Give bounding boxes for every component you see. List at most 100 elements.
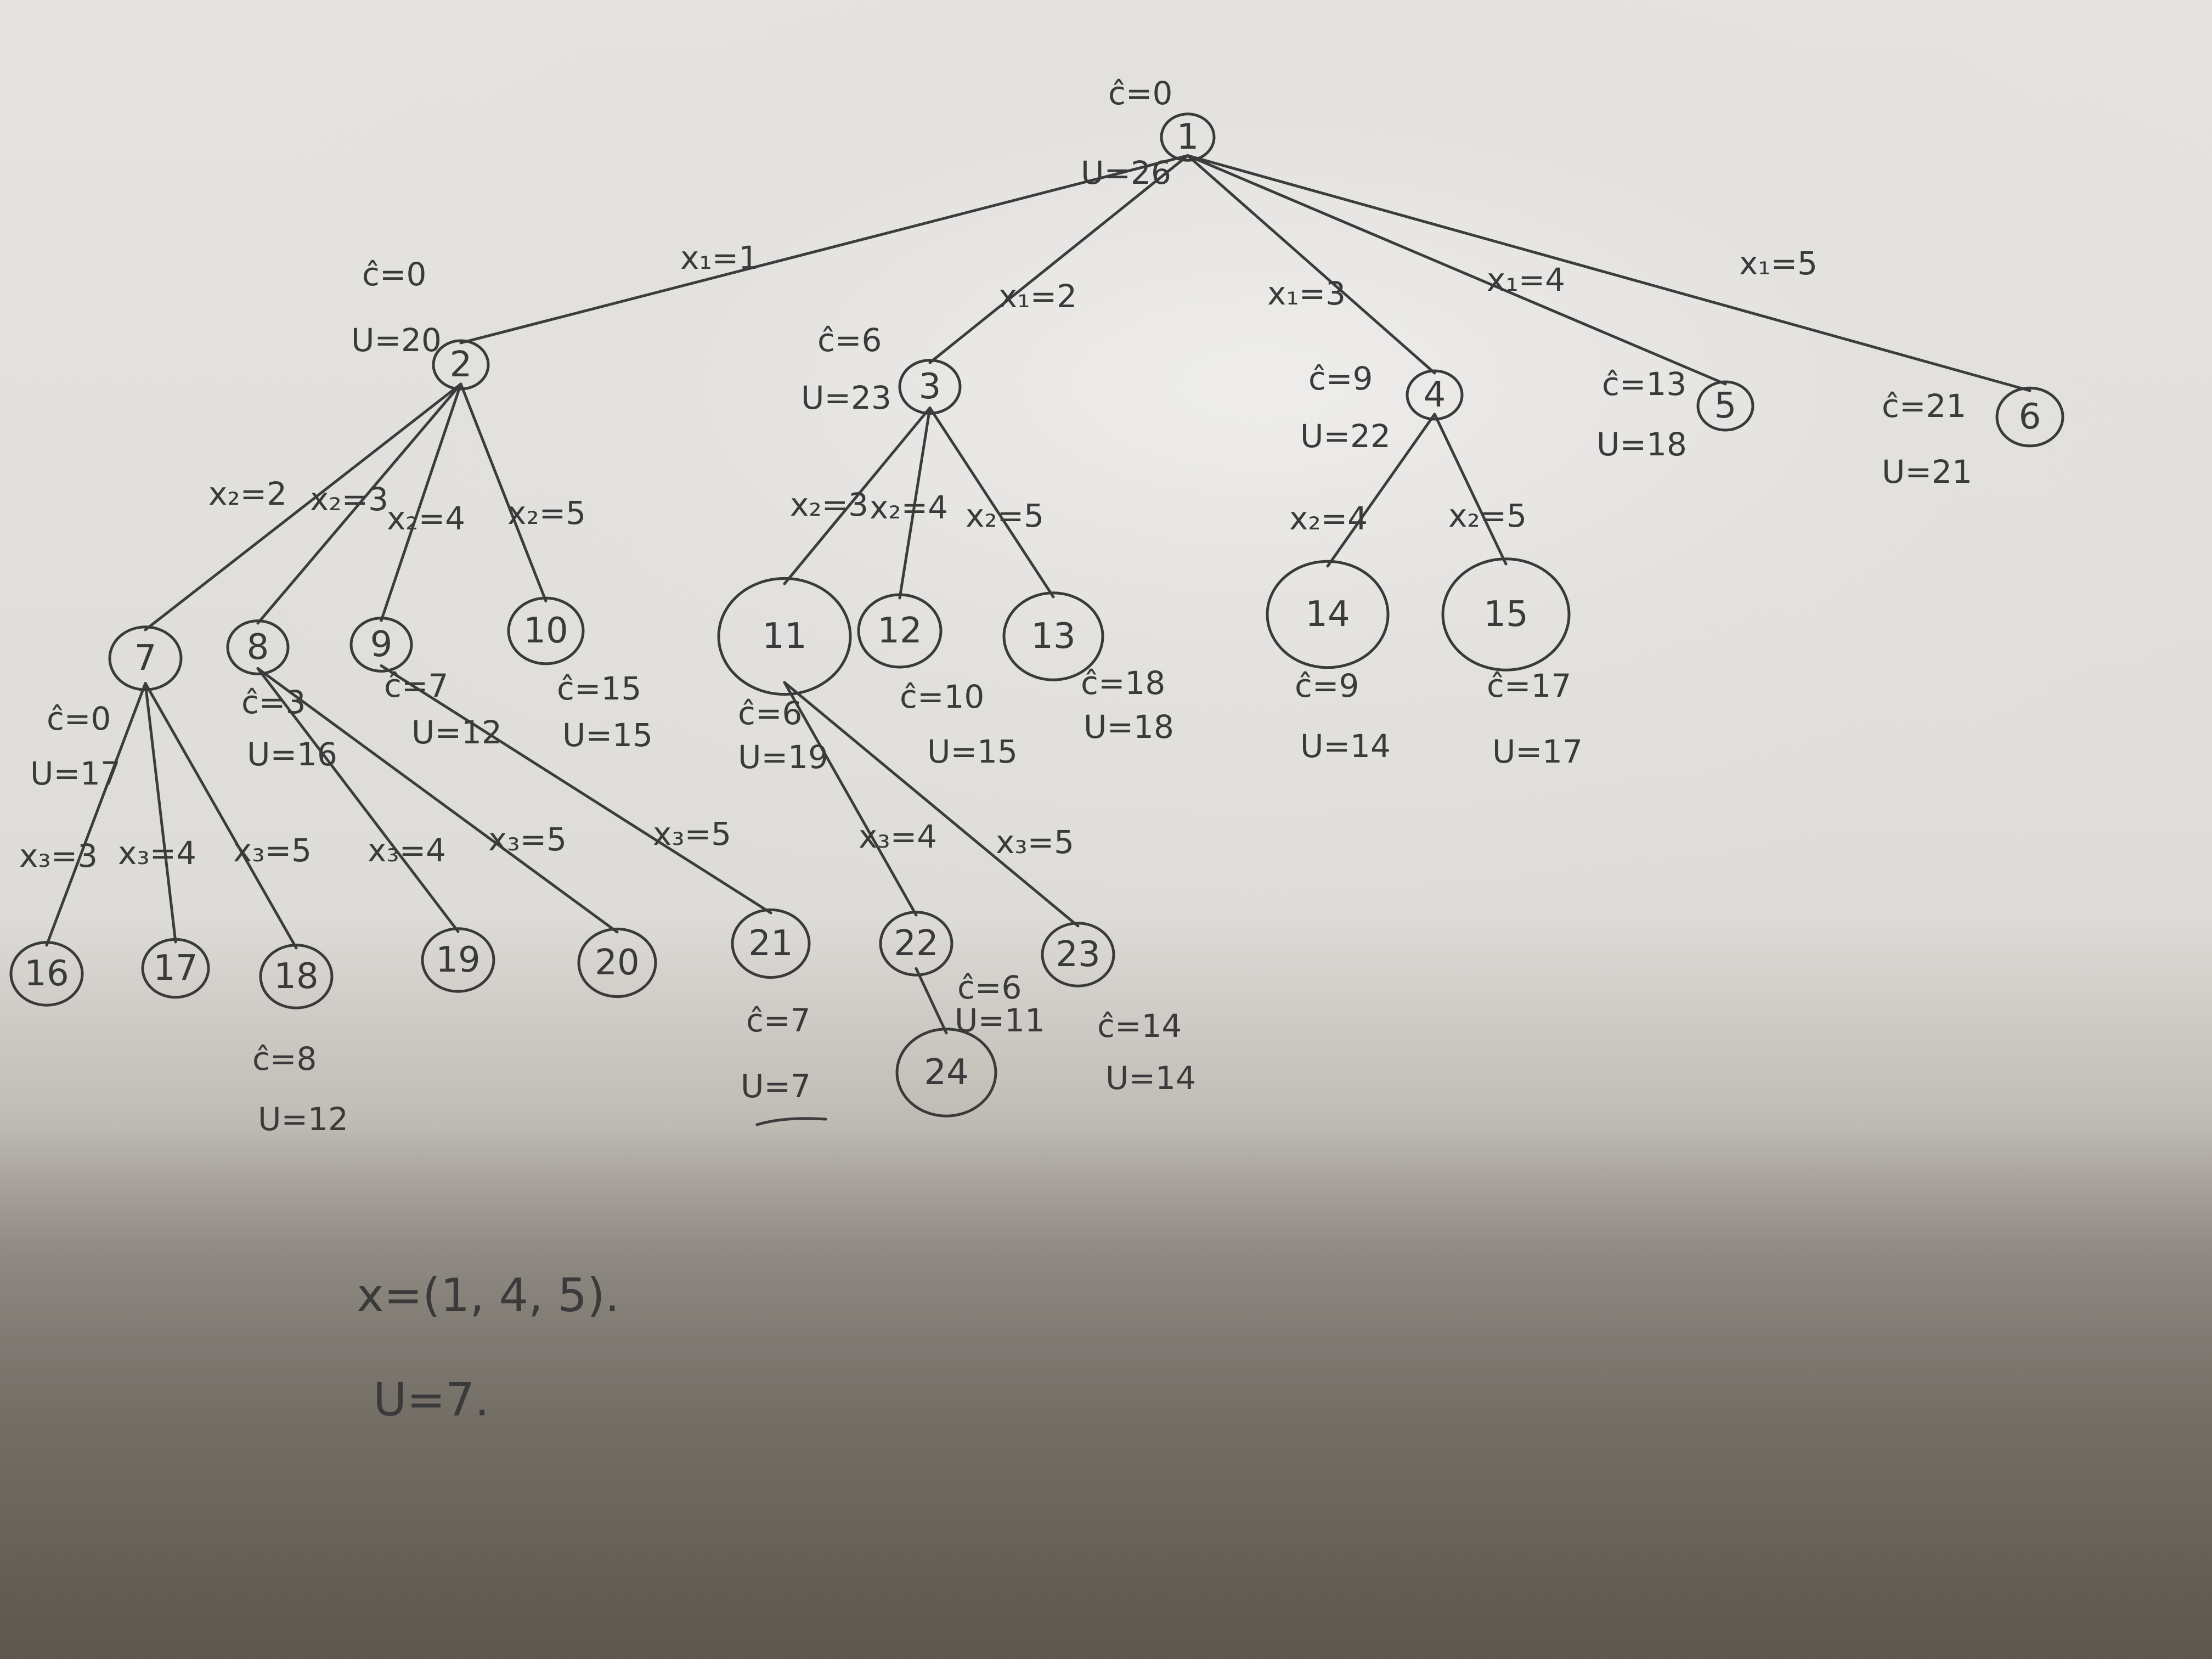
node-circle-19 (421, 927, 495, 993)
edge-1-4 (1186, 154, 1436, 375)
node-number-18: 18 (274, 956, 318, 997)
edge-label-4-14: x₂=4 (1289, 500, 1368, 537)
node-circle-5 (1696, 380, 1754, 432)
edge-label-2-7: x₂=2 (208, 475, 287, 512)
node-circle-18 (259, 944, 334, 1009)
node-circle-3 (898, 359, 962, 415)
edge-1-2 (459, 154, 1189, 345)
tree-node-10: 10ĉ=15U=15 (507, 596, 653, 754)
edge-label-1-3: x₁=2 (998, 278, 1077, 315)
node-number-9: 9 (370, 624, 393, 665)
node-cost-4: ĉ=9 (1308, 360, 1373, 397)
node-bound-18: U=12 (258, 1101, 348, 1138)
node-number-14: 14 (1305, 594, 1350, 635)
tree-node-19: 19 (421, 927, 495, 993)
node-bound-14: U=14 (1300, 727, 1391, 765)
node-circle-13 (1002, 591, 1104, 681)
edge-label-11-22: x₃=4 (859, 818, 937, 855)
tree-node-18: 18 ĉ=8U=12 (252, 944, 348, 1138)
tree-node-2: 2ĉ=0U=20 (351, 256, 490, 391)
tree-node-24: 24 (895, 1028, 997, 1118)
edge-label-1-4: x₁=3 (1267, 275, 1346, 312)
node-cost-11: ĉ=6 (738, 695, 802, 732)
edge-2-9 (380, 382, 462, 622)
result-u: U=7. (373, 1373, 489, 1426)
edge-label-8-19: x₃=4 (368, 832, 446, 869)
node-cost-21: ĉ=7 (746, 1002, 810, 1039)
node-bound-13: U=18 (1084, 708, 1174, 746)
edge-7-18 (144, 682, 298, 950)
node-circle-22 (879, 911, 953, 977)
tree-node-11: 11ĉ=6U=19 (717, 577, 852, 776)
node-circle-4 (1406, 369, 1464, 421)
node-cost-15: ĉ=17 (1487, 667, 1571, 704)
node-cost-13: ĉ=18 (1081, 664, 1165, 702)
node-circle-21 (731, 908, 811, 979)
edge-2-10 (459, 382, 548, 603)
edge-label-7-18: x₃=5 (233, 832, 312, 869)
node-number-12: 12 (877, 611, 922, 651)
node-cost-10: ĉ=15 (557, 670, 641, 707)
node-number-3: 3 (919, 366, 941, 407)
edge-label-3-11: x₂=3 (790, 486, 868, 523)
edge-label-7-16: x₃=3 (19, 837, 98, 874)
tree-node-9: 9ĉ=7U=12 (349, 617, 502, 751)
node-number-6: 6 (2019, 397, 2041, 437)
node-circle-17 (141, 938, 210, 999)
node-cost-7: ĉ=0 (47, 700, 111, 737)
node-circle-1 (1160, 112, 1216, 162)
node-number-22: 22 (894, 923, 938, 964)
edge-label-9-21: x₃=5 (653, 815, 731, 853)
node-cost-9: ĉ=7 (384, 667, 448, 704)
node-bound-12: U=15 (927, 733, 1018, 770)
tree-node-5: 5ĉ=13U=18 (1596, 365, 1754, 463)
node-cost-23: ĉ=14 (1097, 1007, 1182, 1045)
tree-node-13: 13ĉ=18U=18 (1002, 591, 1174, 746)
edge-label-3-12: x₂=4 (870, 489, 948, 526)
node-cost-8: ĉ=3 (241, 684, 306, 721)
tree-node-4: 4ĉ=9U=22 (1300, 360, 1464, 455)
edge-label-1-6: x₁=5 (1739, 245, 1818, 282)
node-circle-6 (1995, 386, 2064, 448)
node-circle-24 (895, 1028, 997, 1118)
node-bound-4: U=22 (1300, 417, 1391, 455)
edge-11-22 (783, 681, 918, 917)
tree-node-7: 7ĉ=0U=17 (30, 625, 183, 792)
node-number-24: 24 (924, 1052, 968, 1093)
photo-shadow (0, 1125, 2212, 1659)
node-number-15: 15 (1483, 594, 1528, 635)
edge-label-1-2: x₁=1 (680, 239, 759, 276)
node-bound-7: U=17 (30, 755, 121, 792)
edge-3-11 (783, 407, 932, 585)
node-circle-20 (577, 927, 657, 998)
node-circle-8 (226, 619, 290, 675)
node-bound-10: U=15 (562, 716, 653, 754)
node-circle-7 (108, 625, 183, 691)
node-number-13: 13 (1031, 616, 1075, 657)
tree-node-8: 8ĉ=3U=16 (226, 619, 337, 773)
tree-node-22: 22ĉ=6U=11 (879, 911, 1045, 1039)
node-bound-3: U=23 (801, 379, 891, 416)
edge-label-2-9: x₂=4 (387, 500, 465, 537)
node-cost-3: ĉ=6 (817, 321, 882, 359)
tree-node-12: 12ĉ=10U=15 (857, 593, 1018, 770)
node-circle-11 (717, 577, 852, 696)
edge-8-20 (256, 667, 619, 934)
node-cost-18: ĉ=8 (252, 1040, 317, 1077)
node-circle-14 (1266, 560, 1390, 669)
edge-label-4-15: x₂=5 (1448, 497, 1527, 534)
node-bound-21: U=7 (741, 1068, 811, 1105)
tree-node-23: 23ĉ=14U=14 (1041, 922, 1196, 1097)
tree-node-1: 1ĉ=0U=26 (1081, 75, 1216, 191)
edge-label-7-17: x₃=4 (118, 834, 196, 872)
edge-2-8 (256, 382, 462, 625)
node-cost-5: ĉ=13 (1602, 365, 1686, 403)
edge-1-5 (1186, 154, 1727, 386)
tree-node-15: 15ĉ=17U=17 (1441, 557, 1583, 770)
edge-3-12 (898, 407, 932, 600)
edge-label-11-23: x₃=5 (996, 823, 1074, 861)
edge-7-16 (45, 682, 147, 947)
